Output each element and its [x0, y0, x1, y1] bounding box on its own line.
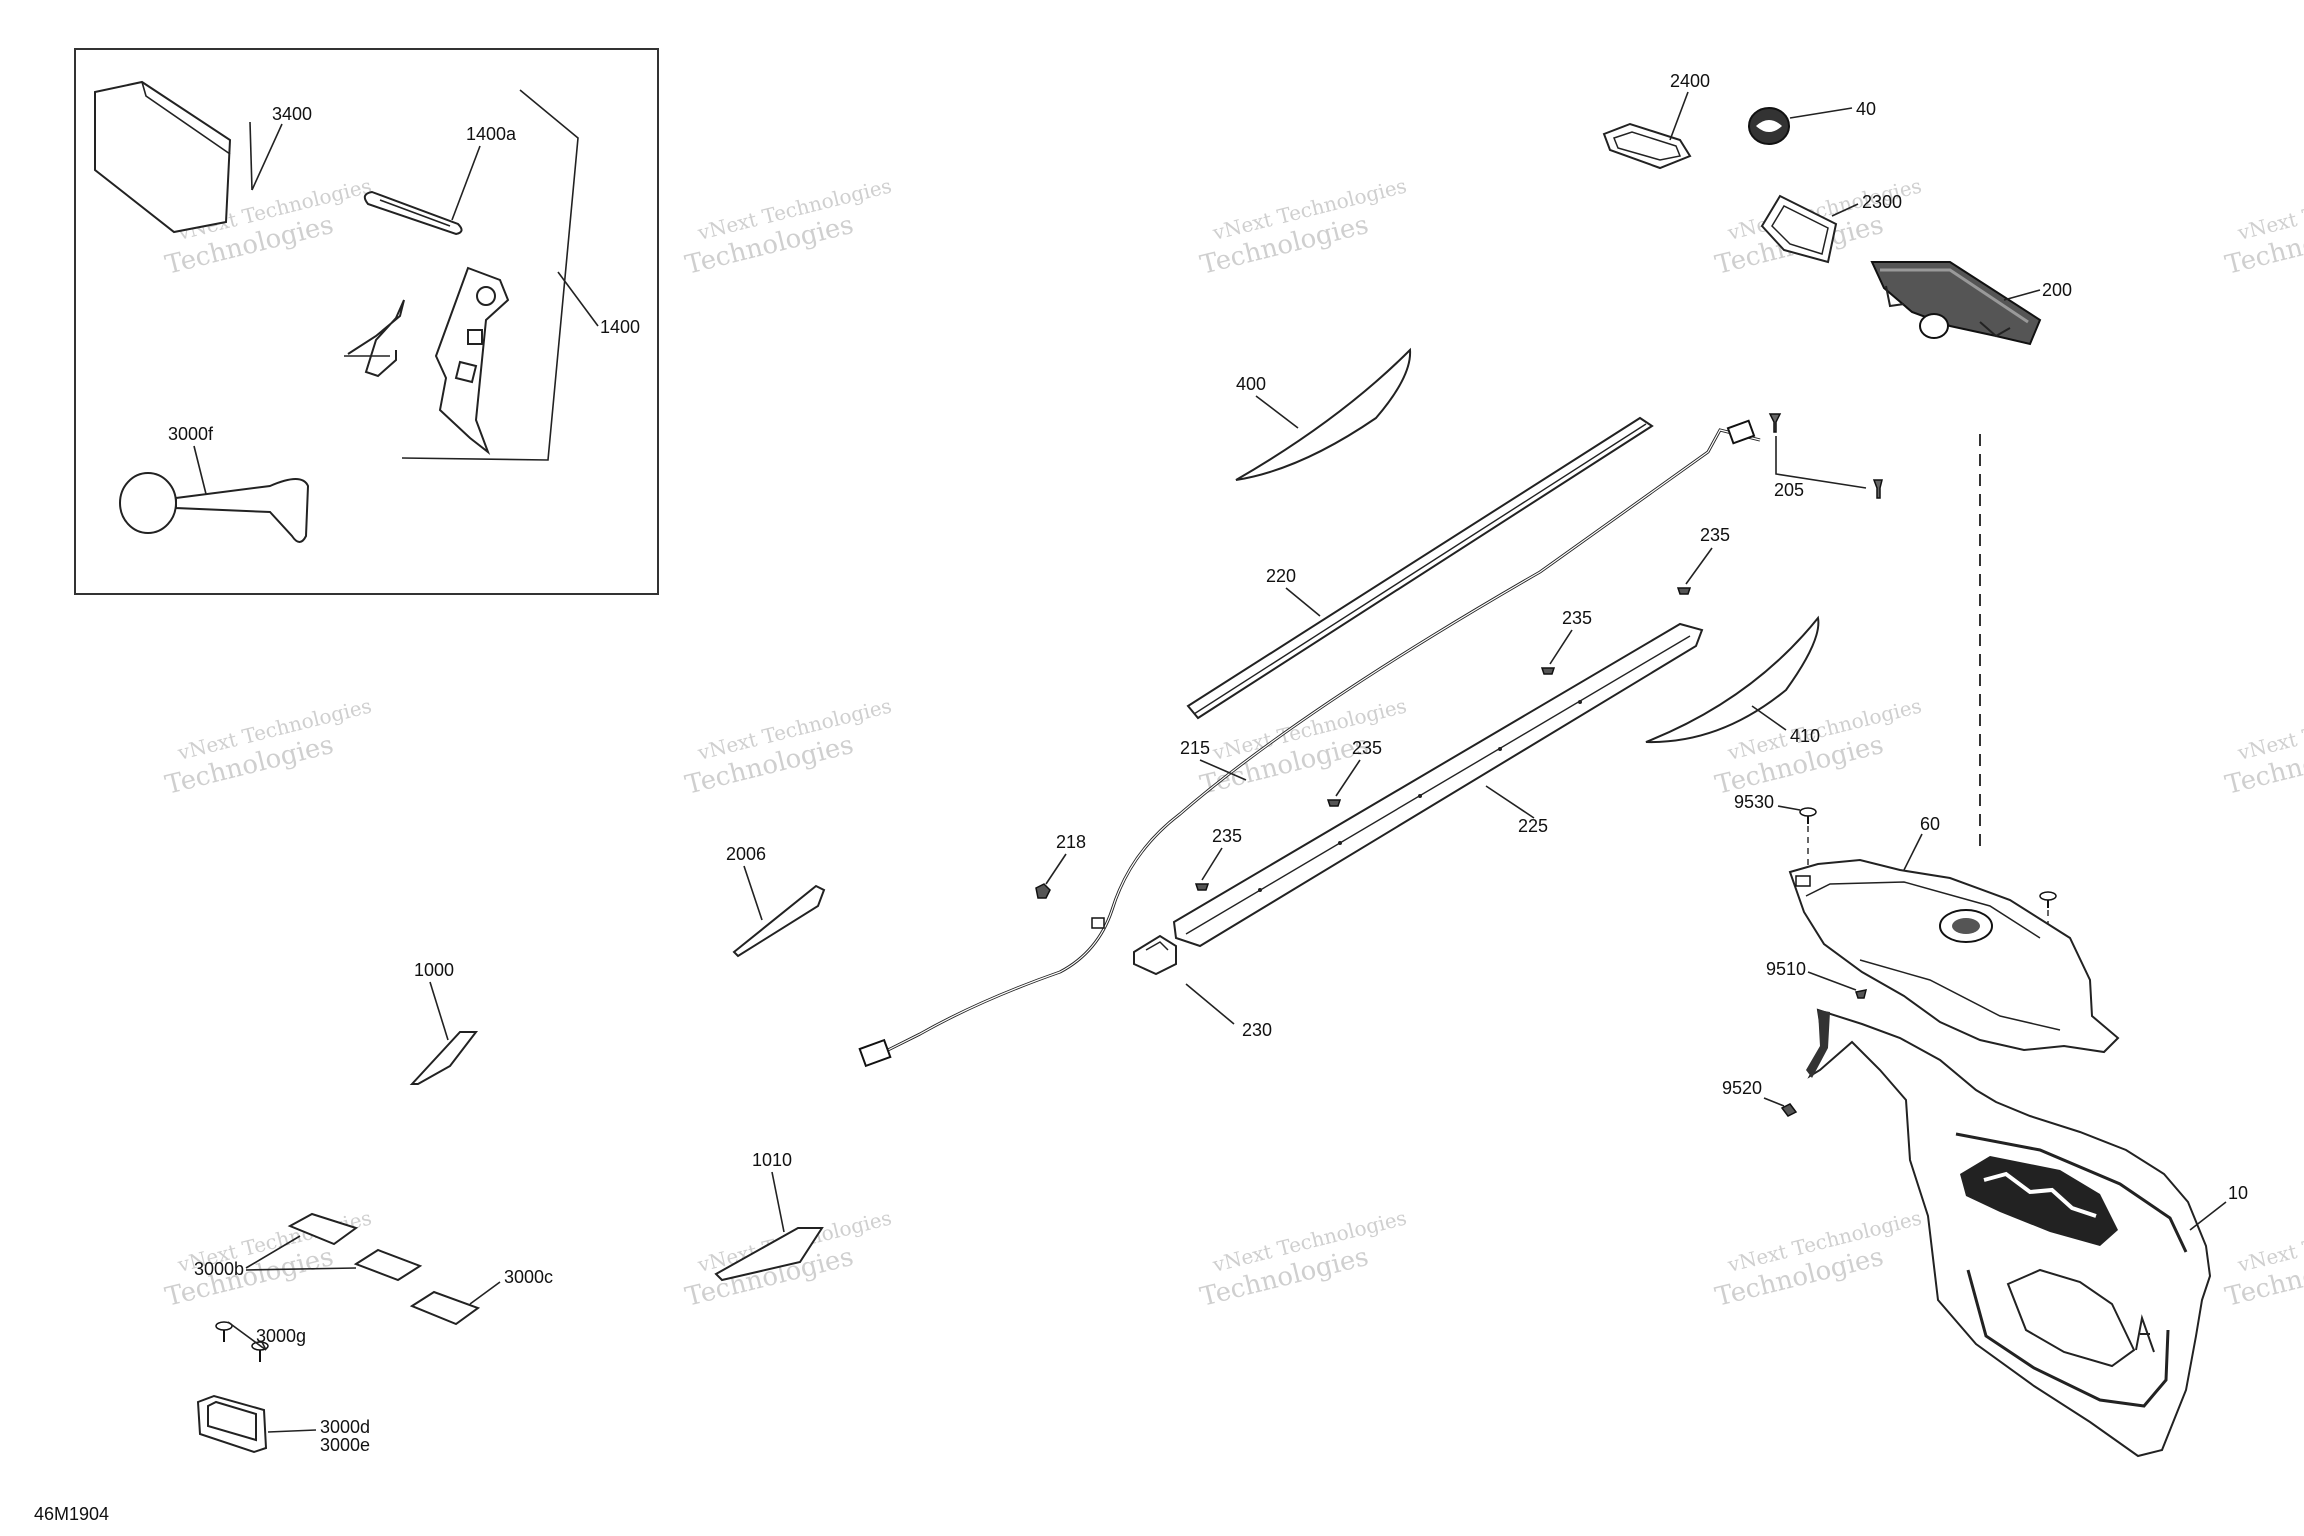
part-10-hood[interactable]	[1806, 1008, 2212, 1458]
watermark: vNext Technologies Technologies	[162, 694, 374, 801]
part-3000f-mirror[interactable]	[119, 472, 310, 543]
label-235-d[interactable]: 235	[1212, 826, 1242, 846]
part-1010-decal[interactable]	[714, 1227, 824, 1282]
part-1400a-strap[interactable]	[363, 190, 463, 236]
label-218[interactable]: 218	[1056, 832, 1086, 852]
part-230-clip[interactable]	[1133, 934, 1177, 976]
label-40[interactable]: 40	[1856, 99, 1876, 119]
label-2400[interactable]: 2400	[1670, 71, 1710, 91]
label-10[interactable]: 10	[2228, 1183, 2248, 1203]
watermark: vNext Technologies Technologies	[1197, 174, 1409, 281]
label-3000f[interactable]: 3000f	[168, 424, 214, 444]
label-1010[interactable]: 1010	[752, 1150, 792, 1170]
part-2300-gasket[interactable]	[1760, 194, 1838, 264]
label-9520[interactable]: 9520	[1722, 1078, 1762, 1098]
part-400-panel[interactable]	[1235, 347, 1412, 481]
label-205[interactable]: 205	[1774, 480, 1804, 500]
label-410[interactable]: 410	[1790, 726, 1820, 746]
label-215[interactable]: 215	[1180, 738, 1210, 758]
watermark: vNext Technologies Technologies	[1712, 1206, 1924, 1313]
watermark: vNext Technologies Technologies	[162, 1206, 374, 1313]
part-225-rail[interactable]	[1172, 622, 1704, 948]
label-60[interactable]: 60	[1920, 814, 1940, 834]
part-2400-seal[interactable]	[1602, 122, 1692, 170]
label-2006[interactable]: 2006	[726, 844, 766, 864]
watermark: vNext Technologies Technologies	[2222, 174, 2304, 281]
label-235-c[interactable]: 235	[1352, 738, 1382, 758]
label-3000b[interactable]: 3000b	[194, 1259, 244, 1279]
part-3000d-display[interactable]	[196, 1394, 268, 1454]
part-40-emblem[interactable]	[1748, 107, 1790, 145]
label-3400[interactable]: 3400	[272, 104, 312, 124]
watermark: vNext Technologies Technologies	[682, 174, 894, 281]
label-2300[interactable]: 2300	[1862, 192, 1902, 212]
diagram-code: 46M1904	[34, 1504, 109, 1524]
part-410-panel[interactable]	[1645, 615, 1820, 744]
part-3000c-pad[interactable]	[409, 1290, 481, 1326]
part-2006-decal[interactable]	[732, 884, 826, 958]
part-3000b-pads[interactable]	[287, 1212, 423, 1282]
label-220[interactable]: 220	[1266, 566, 1296, 586]
part-1000-decal[interactable]	[409, 1031, 479, 1085]
label-3000g[interactable]: 3000g	[256, 1326, 306, 1346]
label-235-a[interactable]: 235	[1700, 525, 1730, 545]
label-235-b[interactable]: 235	[1562, 608, 1592, 628]
part-wrench[interactable]	[434, 266, 510, 455]
label-9530[interactable]: 9530	[1734, 792, 1774, 812]
watermark: vNext Technologies Technologies	[1197, 694, 1409, 801]
label-230[interactable]: 230	[1242, 1020, 1272, 1040]
watermark: vNext Technologies Technologies	[682, 694, 894, 801]
label-200[interactable]: 200	[2042, 280, 2072, 300]
label-225[interactable]: 225	[1518, 816, 1548, 836]
part-220-rail[interactable]	[1186, 416, 1654, 720]
part-200-lamp[interactable]	[1870, 261, 2042, 346]
watermark: vNext Technologies Technologies	[1197, 1206, 1409, 1313]
part-60-housing[interactable]	[1788, 858, 2120, 1054]
part-215-harness[interactable]	[858, 419, 1761, 1068]
inset-frame	[74, 48, 659, 595]
part-hook-tool[interactable]	[344, 299, 405, 378]
label-1400[interactable]: 1400	[600, 317, 640, 337]
watermark: vNext Technologies Technologies	[2222, 694, 2304, 801]
label-3000d[interactable]: 3000d	[320, 1417, 370, 1437]
part-235-clips[interactable]	[1194, 587, 1692, 891]
label-3000e[interactable]: 3000e	[320, 1435, 370, 1455]
label-1000[interactable]: 1000	[414, 960, 454, 980]
watermark: vNext Technologies Technologies	[2222, 1206, 2304, 1313]
part-9510-screw[interactable]	[1855, 989, 1868, 999]
label-400[interactable]: 400	[1236, 374, 1266, 394]
part-3400-pouch[interactable]	[94, 80, 253, 234]
label-1400a[interactable]: 1400a	[466, 124, 517, 144]
part-205-screws[interactable]	[1768, 413, 1883, 499]
label-3000c[interactable]: 3000c	[504, 1267, 553, 1287]
label-9510[interactable]: 9510	[1766, 959, 1806, 979]
part-9520-screw[interactable]	[1780, 1103, 1798, 1117]
tool-kit-inset: 3400 1400a 1400 3000f	[74, 48, 659, 595]
part-218-nut[interactable]	[1035, 883, 1051, 899]
